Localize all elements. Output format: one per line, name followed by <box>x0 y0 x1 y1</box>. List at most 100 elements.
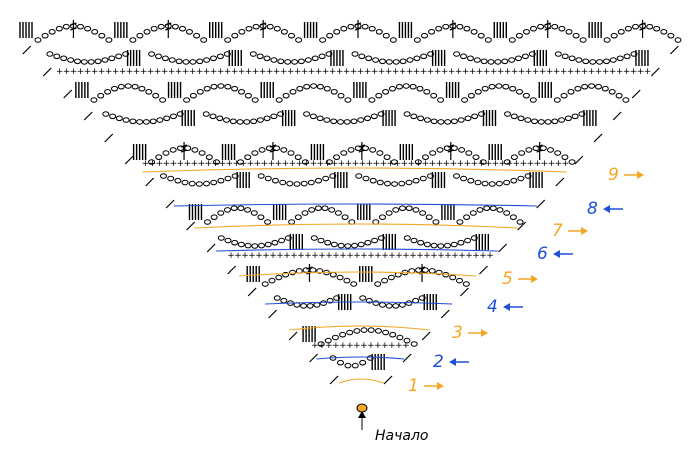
edge-stitch <box>247 287 257 297</box>
single-crochet: + <box>472 251 480 261</box>
single-crochet: + <box>296 159 304 169</box>
single-crochet: + <box>476 67 484 77</box>
chain-stitch <box>300 303 308 309</box>
chain-stitch <box>284 59 292 65</box>
chain-stitch <box>564 115 572 122</box>
chain-stitch <box>340 150 348 156</box>
chain-stitch <box>309 267 317 273</box>
chain-stitch <box>413 55 421 62</box>
row-2-label: 2 <box>433 352 444 372</box>
chain-stitch <box>560 92 568 99</box>
chain-stitch <box>204 219 211 225</box>
chain-stitch <box>334 210 342 216</box>
chain-stitch <box>148 51 156 57</box>
chain-stitch <box>473 57 481 63</box>
chain-stitch <box>362 145 369 151</box>
chain-stitch <box>261 281 269 287</box>
chain-stitch <box>244 242 252 249</box>
chain-stitch <box>270 57 278 63</box>
single-crochet: + <box>346 341 354 351</box>
chain-stitch <box>314 205 322 211</box>
single-crochet: + <box>371 67 379 77</box>
chain-stitch <box>379 214 386 220</box>
chain-stitch <box>289 269 296 276</box>
single-crochet: + <box>269 251 277 261</box>
chain-stitch <box>364 239 372 246</box>
chain-stitch <box>155 154 163 160</box>
chain-stitch <box>195 181 203 187</box>
single-crochet: + <box>394 159 402 169</box>
chain-stitch <box>522 92 530 99</box>
single-crochet: + <box>133 67 141 77</box>
chain-stitch <box>403 337 411 344</box>
row-6-label: 6 <box>537 244 548 264</box>
start-label: Начало <box>375 428 428 444</box>
chain-stitch <box>251 97 259 103</box>
chain-stitch <box>357 117 365 123</box>
single-crochet: + <box>345 159 353 169</box>
single-crochet: + <box>212 159 220 169</box>
chain-stitch <box>488 83 496 90</box>
chain-stitch <box>304 57 312 63</box>
single-crochet: + <box>310 159 318 169</box>
treble-bar <box>269 144 277 148</box>
row-1-outline <box>338 378 384 384</box>
chain-stitch <box>117 83 125 90</box>
chain-stitch <box>203 180 210 187</box>
single-crochet: + <box>70 67 78 77</box>
chain-stitch <box>346 329 354 336</box>
single-crochet: + <box>238 67 246 77</box>
chain-stitch <box>216 115 224 122</box>
chain-stitch <box>309 113 317 120</box>
chain-stitch <box>111 85 118 92</box>
chain-stitch <box>244 92 252 99</box>
chain-stitch <box>660 29 668 35</box>
chain-stitch <box>277 111 285 117</box>
chain-stitch <box>224 175 232 182</box>
single-crochet: + <box>548 159 556 169</box>
chain-stitch <box>275 97 283 103</box>
edge-stitch <box>383 375 393 385</box>
chain-stitch <box>308 207 316 213</box>
edge-stitch <box>206 243 216 253</box>
chain-stitch <box>102 111 110 117</box>
single-crochet: + <box>562 159 570 169</box>
chain-stitch <box>333 154 341 160</box>
chain-stitch <box>288 219 296 225</box>
edge-stitch <box>165 199 175 209</box>
single-crochet: + <box>464 159 472 169</box>
chain-stitch <box>437 97 445 103</box>
chain-stitch <box>351 242 358 249</box>
chain-stitch <box>237 205 245 211</box>
single-crochet: + <box>233 159 241 169</box>
chain-stitch <box>412 207 420 213</box>
chain-stitch <box>523 29 530 35</box>
single-crochet: + <box>142 159 150 169</box>
chain-stitch <box>365 297 373 304</box>
chain-stitch <box>257 173 265 179</box>
chain-stitch <box>463 25 471 32</box>
edge-stitch <box>536 199 546 209</box>
chain-stitch <box>328 207 336 213</box>
treble-bar <box>536 144 543 148</box>
chain-stitch <box>230 205 238 211</box>
single-crochet: + <box>422 159 430 169</box>
chain-stitch <box>419 175 427 182</box>
single-crochet: + <box>301 67 309 77</box>
chain-stitch <box>46 51 54 57</box>
chain-stitch <box>53 53 61 60</box>
chain-stitch <box>213 159 220 165</box>
single-crochet: + <box>527 159 535 169</box>
chain-stitch <box>263 115 271 122</box>
single-crochet: + <box>280 67 288 77</box>
chain-stitch <box>504 111 511 117</box>
chain-stitch <box>318 53 326 60</box>
single-crochet: + <box>553 67 561 77</box>
treble-bar <box>259 27 267 31</box>
chain-stitch <box>462 281 470 287</box>
edge-stitch <box>650 67 660 77</box>
chain-stitch <box>622 97 630 103</box>
chain-stitch <box>216 53 224 60</box>
single-crochet: + <box>346 251 354 261</box>
single-crochet: + <box>602 67 610 77</box>
